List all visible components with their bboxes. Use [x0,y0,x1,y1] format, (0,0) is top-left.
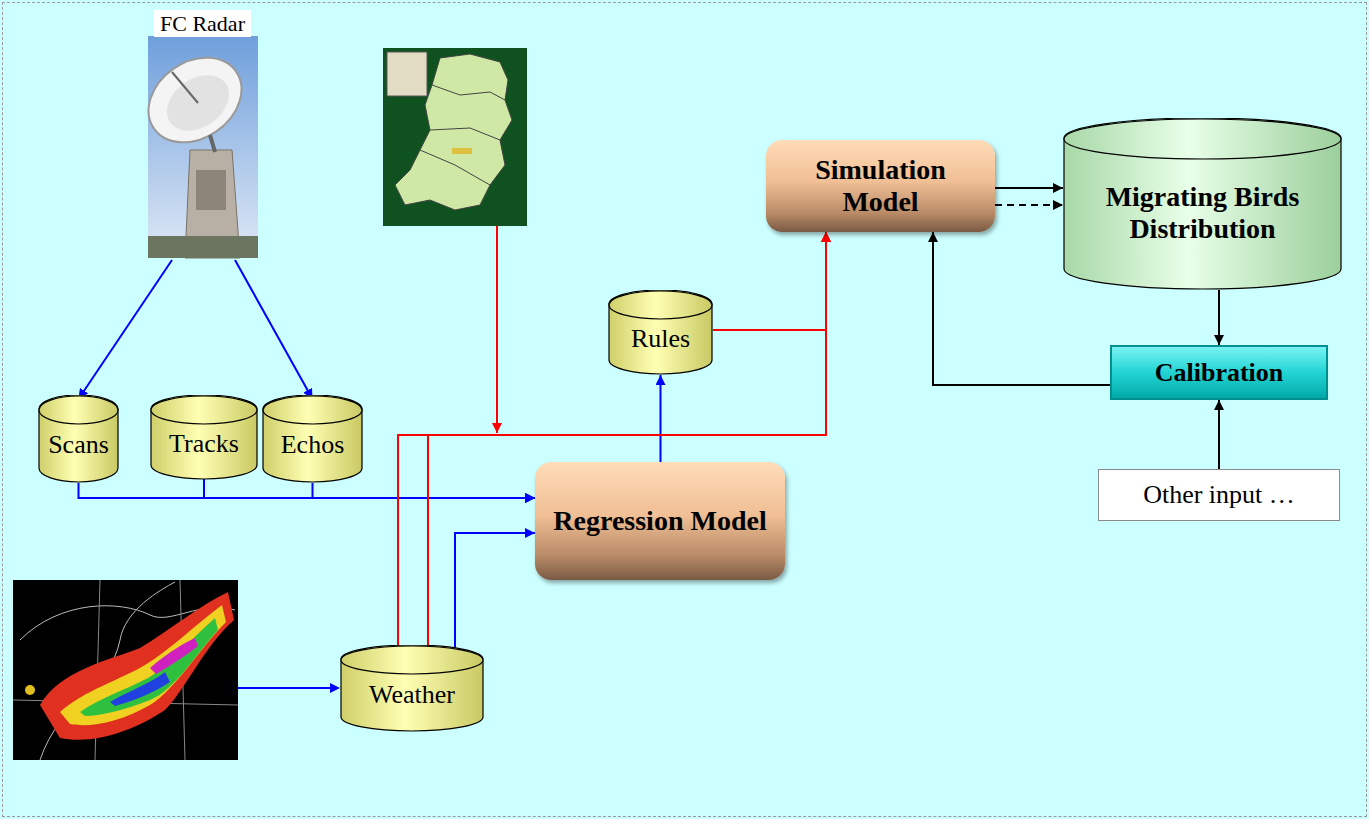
data-store: Weather [340,645,484,732]
connector-arrow [1218,290,1220,345]
node-label: Other input … [1143,480,1295,510]
node-label: Tracks [169,429,239,459]
node-label: Weather [369,680,455,710]
node-label: Calibration [1155,358,1284,388]
node-label: Rules [631,324,690,354]
connector-arrow [398,232,826,653]
connector-arrow [713,232,826,330]
connector-arrow [79,483,536,498]
connector-arrow [455,533,535,651]
connector-arrow [660,375,662,462]
weather-feed-head [330,683,340,693]
connector-arrow [1218,400,1220,469]
node-label: Simulation Model [782,154,979,218]
data-store: Echos [262,395,363,483]
map-feed-line [496,226,498,433]
process-box: Calibration [1110,345,1328,400]
node-label: Migrating Birds Distribution [1069,181,1336,245]
map-picture [383,48,527,226]
connector-arrow [995,204,1063,206]
radar-picture [132,36,258,258]
connector-arrow [204,478,535,498]
data-store: Tracks [150,395,258,480]
connector-arrow [235,260,313,399]
node-label: Regression Model [553,505,766,537]
connector-arrow [79,260,173,399]
radar-node: FC Radar [140,10,265,260]
process-box: Simulation Model [766,140,995,232]
data-store: Scans [38,395,119,483]
connector-arrow [995,187,1063,189]
radar-label: FC Radar [154,10,251,37]
input-box: Other input … [1098,469,1340,521]
weather-picture [13,580,238,760]
data-store: Migrating Birds Distribution [1063,118,1342,290]
node-label: Scans [48,430,109,460]
data-store: Rules [608,290,713,375]
connector-arrow [428,232,826,647]
node-label: Echos [281,430,345,460]
weather-feed-line [238,687,332,689]
connector-arrow [313,483,536,498]
process-box: Regression Model [535,462,785,580]
